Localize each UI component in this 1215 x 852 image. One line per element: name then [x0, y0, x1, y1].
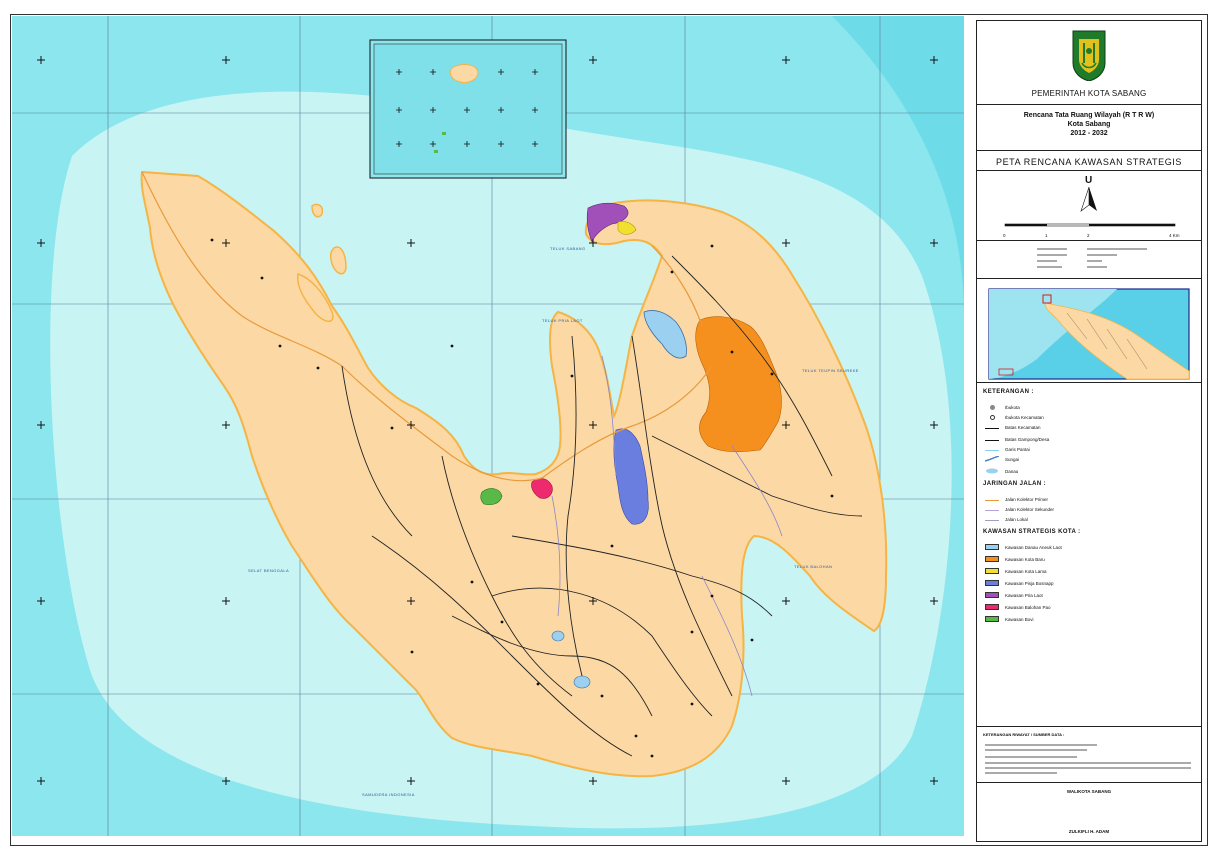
swatch-icon — [985, 556, 999, 562]
legend-item-batas-gampong: Batas Gampong/Desa — [985, 435, 1049, 443]
road-primary-icon — [985, 497, 999, 501]
scale-tick-1: 1 — [1045, 233, 1048, 238]
zone-kota-baru[interactable] — [695, 316, 782, 453]
inset-islet-green — [434, 132, 446, 153]
zone-bovi[interactable] — [480, 488, 503, 506]
scale-tick-0: 0 — [1003, 233, 1006, 238]
legend-item-ibukota-kecamatan: Ibukota Kecamatan — [985, 413, 1044, 421]
label-samudera: SAMUDERA INDONESIA — [362, 792, 415, 797]
rivers — [551, 355, 783, 697]
line-icon — [985, 425, 999, 429]
legend-kawasan-title: KAWASAN STRATEGIS KOTA : — [983, 529, 1081, 535]
swatch-icon — [985, 604, 999, 610]
plan-block: Rencana Tata Ruang Wilayah (R T R W) Kot… — [977, 105, 1201, 151]
coastline-icon — [985, 447, 999, 451]
city-emblem-icon — [1072, 30, 1106, 81]
north-scale-block: U 0 1 2 4 Km — [977, 171, 1201, 241]
grey-dot-icon — [985, 404, 999, 410]
legend-item-kota-baru: Kawasan Kota Baru — [985, 555, 1045, 563]
zone-kota-lama[interactable] — [617, 221, 637, 235]
river-icon — [985, 456, 999, 462]
label-teluk-sabang: TELUK SABANG — [550, 246, 585, 251]
mayor-name: ZULKIFLI H. ADAM — [1068, 829, 1110, 834]
swatch-icon — [985, 592, 999, 598]
water-labels: TELUK SABANG TELUK PRIA LAOT TELUK BALOH… — [248, 246, 859, 797]
legend-jaringan-title: JARINGAN JALAN : — [983, 481, 1047, 487]
legend-item-kolektor-primer: Jalan Kolektor Primer — [985, 495, 1048, 503]
zone-danau-aneuk-laot[interactable] — [643, 310, 687, 359]
locator-map[interactable] — [977, 279, 1201, 383]
scale-tick-2: 2 — [1087, 233, 1090, 238]
line-icon — [985, 437, 999, 441]
scale-tick-4: 4 Km — [1169, 233, 1180, 238]
roads-primary — [141, 171, 713, 482]
map-title-block: PETA RENCANA KAWASAN STRATEGIS — [977, 151, 1201, 171]
road-secondary-icon — [985, 507, 999, 511]
lake-small — [551, 630, 565, 642]
legend-item-kolektor-sekunder: Jalan Kolektor Sekunder — [985, 505, 1054, 513]
projection-block — [977, 241, 1201, 279]
north-arrow-icon — [1080, 187, 1097, 212]
legend-block: KETERANGAN : Ibukota Ibukota Kecamatan B… — [977, 383, 1201, 727]
notes-block: KETERANGAN RIWAYAT / SUMBER DATA : — [977, 727, 1201, 783]
legend-item-pria-laot: Kawasan Pria Laot — [985, 591, 1043, 599]
plan-city: Kota Sabang — [1067, 121, 1111, 128]
scale-bar — [1004, 223, 1176, 227]
zone-pisja[interactable] — [613, 428, 649, 525]
projection-text-lines — [1037, 248, 1147, 268]
zone-balohan[interactable] — [531, 478, 553, 499]
notes-title: KETERANGAN RIWAYAT / SUMBER DATA : — [983, 732, 1065, 737]
inset-map[interactable] — [369, 39, 567, 179]
government-title: PEMERINTAH KOTA SABANG — [1031, 89, 1147, 98]
inset-island — [449, 64, 479, 83]
legend-item-balohan: Kawasan Balohan Pao — [985, 603, 1051, 611]
circle-icon — [985, 414, 999, 420]
road-local-icon — [985, 517, 999, 521]
settlements — [210, 238, 834, 758]
legend-item-ibukota: Ibukota — [985, 403, 1020, 411]
map-title: PETA RENCANA KAWASAN STRATEGIS — [995, 157, 1183, 167]
islet-klah — [311, 203, 324, 218]
legend-item-batas-kecamatan: Batas Kecamatan — [985, 423, 1041, 431]
legend-item-danau: Danau — [985, 467, 1018, 475]
label-selat: SELAT BENGGALA — [248, 568, 289, 573]
map-frame — [10, 14, 1208, 846]
notes-text-lines — [985, 744, 1191, 774]
label-teluk-balohan: TELUK BALOHAN — [794, 564, 832, 569]
legend-item-garis-pantai: Garis Pantai — [985, 445, 1030, 453]
locator-map-block — [977, 279, 1201, 383]
legend-keterangan-title: KETERANGAN : — [983, 389, 1034, 395]
north-letter: U — [1085, 175, 1093, 186]
legend-item-kota-lama: Kawasan Kota Lama — [985, 567, 1047, 575]
roads-local — [341, 255, 863, 757]
label-teluk-pria-laot: TELUK PRIA LAOT — [542, 318, 583, 323]
swatch-icon — [985, 544, 999, 550]
islet-north — [329, 246, 347, 275]
label-teluk-teupin: TELUK TEUPIN SEUREKE — [802, 368, 859, 373]
plan-title: Rencana Tata Ruang Wilayah (R T R W) — [1023, 112, 1155, 119]
lake-icon — [986, 468, 998, 474]
legend-item-jalan-lokal: Jalan Lokal — [985, 515, 1028, 523]
mayor-title: WALIKOTA SABANG — [1066, 789, 1112, 794]
grid-crosses — [37, 56, 938, 785]
zone-pria-laot[interactable] — [586, 202, 629, 243]
legend-item-pisja: Kawasan Pisja Bosnapp — [985, 579, 1054, 587]
lake-south — [573, 675, 591, 689]
swatch-icon — [985, 568, 999, 574]
logo-block: PEMERINTAH KOTA SABANG — [977, 21, 1201, 105]
main-map[interactable]: TELUK SABANG TELUK PRIA LAOT TELUK BALOH… — [12, 16, 964, 836]
legend-item-sungai: Sungai — [985, 455, 1019, 463]
swatch-icon — [985, 616, 999, 622]
legend-item-danau-aneuk-laot: Kawasan Danau Aneuk Laot — [985, 543, 1062, 551]
legend-item-bovi: Kawasan Bovi — [985, 615, 1034, 623]
plan-period: 2012 - 2032 — [1070, 130, 1108, 137]
signature-block: WALIKOTA SABANG ZULKIFLI H. ADAM — [977, 783, 1201, 841]
peninsula-west — [296, 273, 334, 322]
map-legend-panel: PEMERINTAH KOTA SABANG Rencana Tata Ruan… — [976, 20, 1202, 842]
swatch-icon — [985, 580, 999, 586]
